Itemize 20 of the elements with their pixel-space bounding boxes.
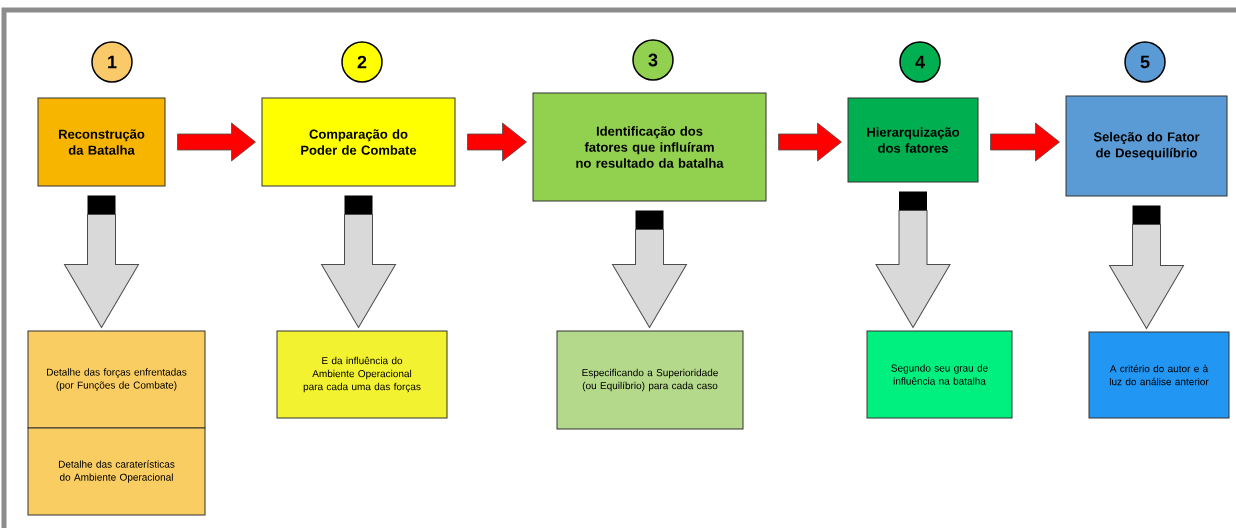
block-arrow (467, 122, 527, 162)
block-arrow (64, 195, 139, 328)
step-box: Identificação dos fatores que influíram no resultado da batalha (532, 92, 767, 202)
block-arrow (612, 210, 687, 328)
step-box: Comparação do Poder de Combate (261, 97, 456, 187)
block-arrow (321, 195, 396, 328)
description-box: Detalhe das caraterísticas do Ambiente Operacional (27, 427, 206, 516)
description-box: Especificando a Superioridade (ou Equilíbrio) para cada caso (556, 330, 744, 430)
block-arrow (1109, 205, 1184, 329)
description-box: E da influência do Ambiente Operacional para cada uma das forças (276, 330, 448, 419)
block-arrow (177, 122, 256, 162)
block-arrow (875, 191, 951, 328)
step-box: Hierarquização dos fatores (847, 97, 979, 183)
description-box: Segundo seu grau de influência na batalha (866, 330, 1013, 419)
block-arrow (778, 122, 842, 162)
step-box: Seleção do Fator de Desequilíbrio (1065, 95, 1228, 197)
description-box: Detalhe das forças enfrentadas (por Funções de Combate) (27, 330, 206, 429)
description-box: A critério do autor e à luz do análise anterior (1088, 331, 1230, 419)
block-arrow (990, 122, 1060, 162)
step-box: Reconstrução da Batalha (37, 97, 166, 187)
